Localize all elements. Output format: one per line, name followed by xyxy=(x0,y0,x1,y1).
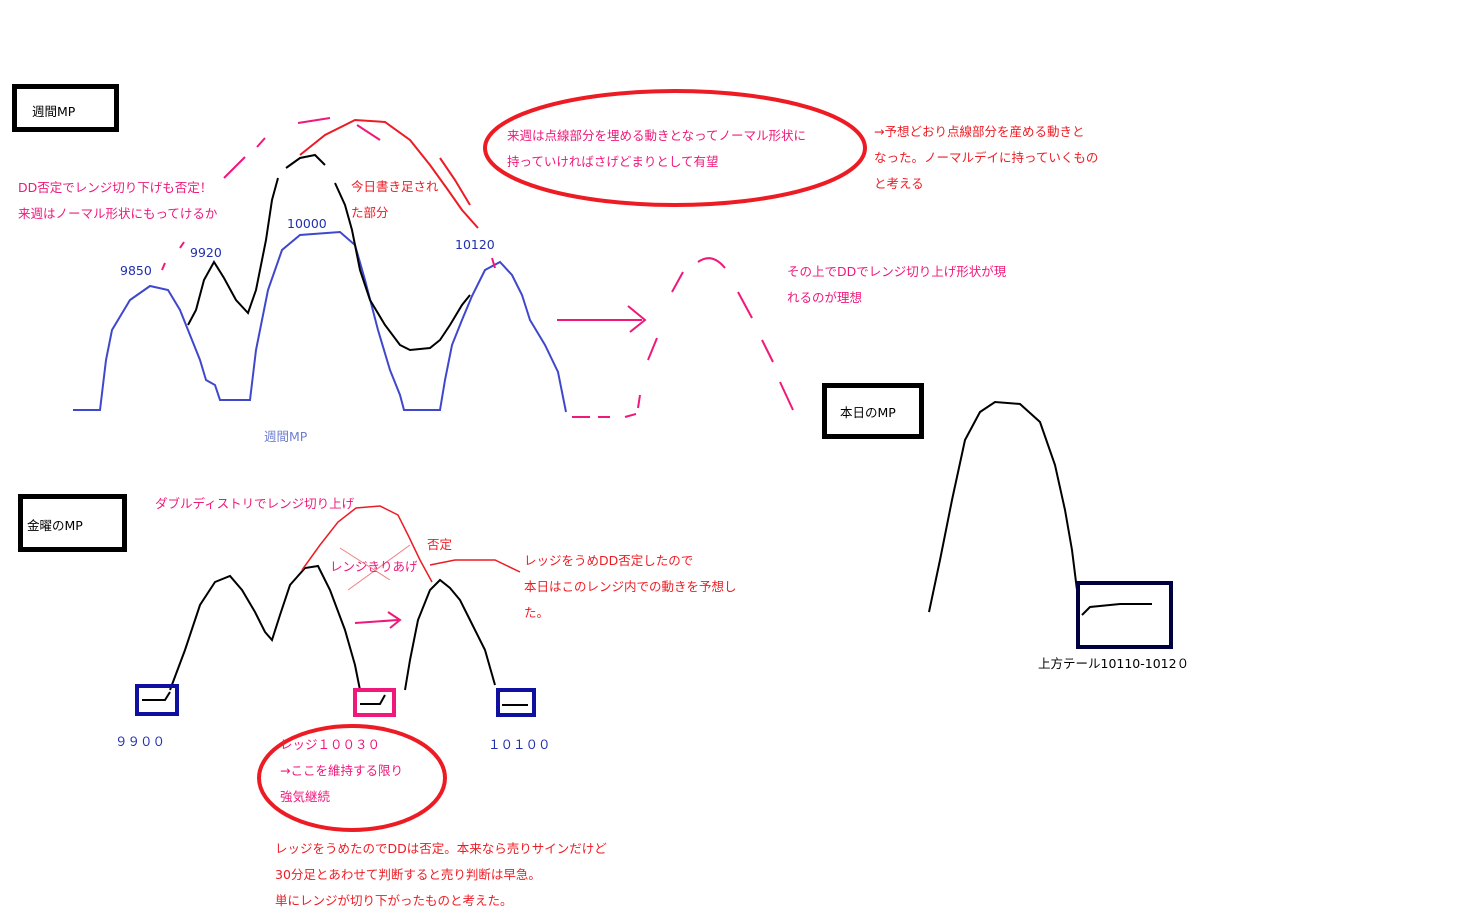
weekly-title-box: 週間MP xyxy=(12,84,119,132)
result-text: →予想どおり点線部分を産める動きと なった。ノーマルデイに持っていくもの と考え… xyxy=(874,119,1098,197)
price-9920: 9920 xyxy=(190,245,222,260)
weekly-oval xyxy=(483,89,867,207)
note-line: なった。ノーマルデイに持っていくもの xyxy=(874,150,1099,165)
ledge-note: レッジをうめDD否定したので 本日はこのレンジ内での動きを予想し た。 xyxy=(524,548,737,626)
added-note: 今日書き足され た部分 xyxy=(351,174,439,226)
note-line: レッジ１００３０ xyxy=(280,737,381,752)
ledge-oval xyxy=(257,724,447,832)
weekly-caption: 週間MP xyxy=(264,429,308,444)
friday-profile xyxy=(169,564,496,691)
weekly-note: DD否定でレンジ切り下げも否定！ 来週はノーマル形状にもってけるか xyxy=(18,175,217,227)
friday-added-red xyxy=(301,505,521,583)
ideal-text: その上でDDでレンジ切り上げ形状が現 れるのが理想 xyxy=(787,259,1006,311)
note-line: レッジをうめたのでDDは否定。本来なら売りサインだけど xyxy=(275,841,607,856)
oval-text: 来週は点線部分を埋める動きとなってノーマル形状に 持っていければさげどまりとして… xyxy=(507,123,806,175)
price-10000: 10000 xyxy=(287,216,327,231)
note-line: 単にレンジが切り下がったものと考えた。 xyxy=(275,893,513,908)
note-line: 30分足とあわせて判断すると売り判断は早急。 xyxy=(275,867,541,882)
note-line: →ここを維持する限り xyxy=(280,763,403,778)
weekly-added-red xyxy=(299,118,479,229)
tail-label: 上方テール10110-1012０ xyxy=(1038,656,1190,671)
low-price: ９９００ xyxy=(115,734,166,749)
weekly-dashed-pink xyxy=(161,117,794,418)
today-title: 本日のMP xyxy=(840,405,896,420)
bottom-note: レッジをうめたのでDDは否定。本来なら売りサインだけど 30分足とあわせて判断す… xyxy=(275,836,607,914)
denied-label: 否定 xyxy=(427,537,453,552)
note-line: と考える xyxy=(874,176,924,191)
double-dist-label: ダブルディストリでレンジ切り上げ xyxy=(155,496,355,511)
high-box xyxy=(496,688,536,717)
note-line: た。 xyxy=(524,605,550,620)
note-line: 持っていければさげどまりとして有望 xyxy=(507,154,719,169)
today-tail-box xyxy=(1076,581,1173,649)
price-9850: 9850 xyxy=(120,263,152,278)
today-title-box: 本日のMP xyxy=(822,383,924,439)
low-box xyxy=(135,684,179,716)
friday-title: 金曜のMP xyxy=(27,518,83,533)
note-line: 今日書き足され xyxy=(351,179,439,194)
weekly-title: 週間MP xyxy=(32,104,76,119)
today-profile xyxy=(928,400,1078,613)
friday-arrow xyxy=(354,611,402,629)
note-line: DD否定でレンジ切り下げも否定！ xyxy=(18,180,213,195)
ledge-oval-text: レッジ１００３０ →ここを維持する限り 強気継続 xyxy=(280,732,403,810)
ledge-box xyxy=(353,688,396,717)
friday-title-box: 金曜のMP xyxy=(18,494,127,552)
crossed-label: レンジきりあげ xyxy=(330,559,418,574)
note-line: 強気継続 xyxy=(280,789,331,804)
note-line: 来週は点線部分を埋める動きとなってノーマル形状に xyxy=(507,128,807,143)
price-10120: 10120 xyxy=(455,237,495,252)
note-line: た部分 xyxy=(351,205,389,220)
note-line: レッジをうめDD否定したので xyxy=(524,553,694,568)
note-line: その上でDDでレンジ切り上げ形状が現 xyxy=(787,264,1007,279)
note-line: 来週はノーマル形状にもってけるか xyxy=(18,206,218,221)
high-price: １０１００ xyxy=(488,737,551,752)
weekly-profile-blue xyxy=(73,230,567,413)
note-line: れるのが理想 xyxy=(787,290,863,305)
cross-out-mark xyxy=(339,544,411,591)
weekly-profile-black xyxy=(187,153,471,352)
note-line: 本日はこのレンジ内での動きを予想し xyxy=(524,579,737,594)
note-line: →予想どおり点線部分を産める動きと xyxy=(874,124,1085,139)
